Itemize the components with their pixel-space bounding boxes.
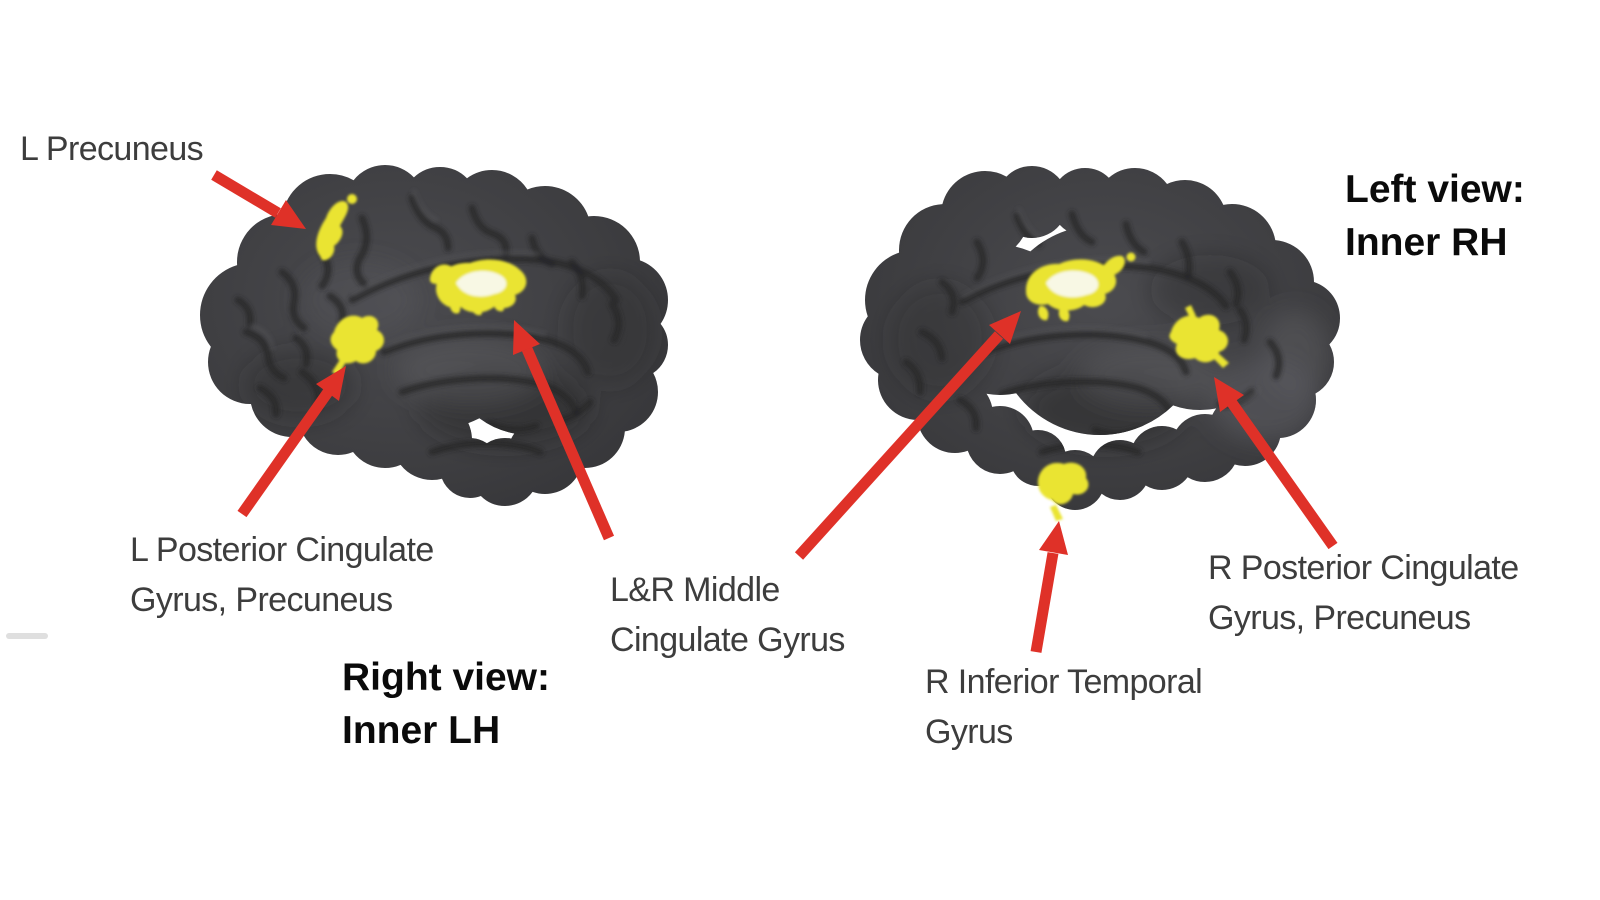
arrow-shaft	[1030, 552, 1059, 653]
label-line: R Inferior Temporal	[925, 663, 1203, 701]
sulci-pattern-right	[902, 210, 1283, 456]
label-lr-middle-cingulate: L&R Middle Cingulate Gyrus	[610, 565, 845, 665]
arrowhead	[513, 320, 540, 355]
arrow-shaft	[794, 331, 1004, 560]
label-line: L Posterior Cingulate	[130, 531, 434, 569]
arrow-shaft	[1227, 399, 1338, 550]
label-line: Gyrus, Precuneus	[1208, 599, 1471, 637]
caption-line: Inner LH	[342, 709, 501, 752]
arrowhead	[1039, 521, 1068, 555]
arrow-l-precuneus	[211, 170, 306, 229]
label-line: Gyrus, Precuneus	[130, 581, 393, 619]
arrowhead	[989, 311, 1021, 344]
arrowhead	[271, 200, 306, 229]
arrow-shaft	[211, 170, 281, 218]
gyri-highlights-left	[250, 190, 546, 350]
label-l-precuneus: L Precuneus	[20, 124, 204, 174]
arrow-shaft	[237, 388, 333, 518]
annotation-arrows	[211, 170, 1338, 653]
label-line: Cingulate Gyrus	[610, 621, 845, 659]
label-line: Gyrus	[925, 713, 1013, 751]
highlight-lr-middle-cingulate-right	[1025, 252, 1136, 322]
label-line: R Posterior Cingulate	[1208, 549, 1519, 587]
arrowhead	[316, 366, 346, 401]
caption-left-view-inner-rh: Left view: Inner RH	[1345, 163, 1525, 269]
caption-line: Right view:	[342, 656, 551, 699]
label-r-posterior-cingulate: R Posterior Cingulate Gyrus, Precuneus	[1208, 543, 1519, 643]
arrow-r-posterior-cingulate	[1214, 377, 1338, 550]
caption-right-view-inner-lh: Right view: Inner LH	[342, 651, 550, 757]
highlight-lr-middle-cingulate-left	[429, 259, 527, 316]
arrow-r-middle-cingulate	[794, 311, 1021, 560]
arrowhead	[1214, 377, 1244, 412]
label-l-posterior-cingulate: L Posterior Cingulate Gyrus, Precuneus	[130, 525, 434, 625]
label-line: L Precuneus	[20, 130, 204, 168]
label-r-inferior-temporal: R Inferior Temporal Gyrus	[925, 657, 1203, 757]
caption-line: Left view:	[1345, 168, 1525, 211]
label-line: L&R Middle	[610, 571, 780, 609]
highlight-l-posterior-cingulate	[330, 315, 385, 376]
highlight-r-inferior-temporal	[1037, 462, 1089, 521]
arrow-r-inferior-temporal	[1030, 521, 1068, 653]
arrow-shaft	[521, 346, 615, 541]
caption-line: Inner RH	[1345, 221, 1508, 264]
brain-right-hemisphere-medial	[860, 166, 1340, 521]
arrow-l-posterior-cingulate	[237, 366, 346, 518]
highlight-l-precuneus	[316, 194, 357, 261]
highlight-core	[1046, 270, 1099, 298]
highlight-r-posterior-cingulate	[1169, 305, 1229, 368]
arrow-l-middle-cingulate	[513, 320, 615, 541]
highlight-core	[456, 270, 507, 297]
artifact-dash	[6, 633, 48, 639]
